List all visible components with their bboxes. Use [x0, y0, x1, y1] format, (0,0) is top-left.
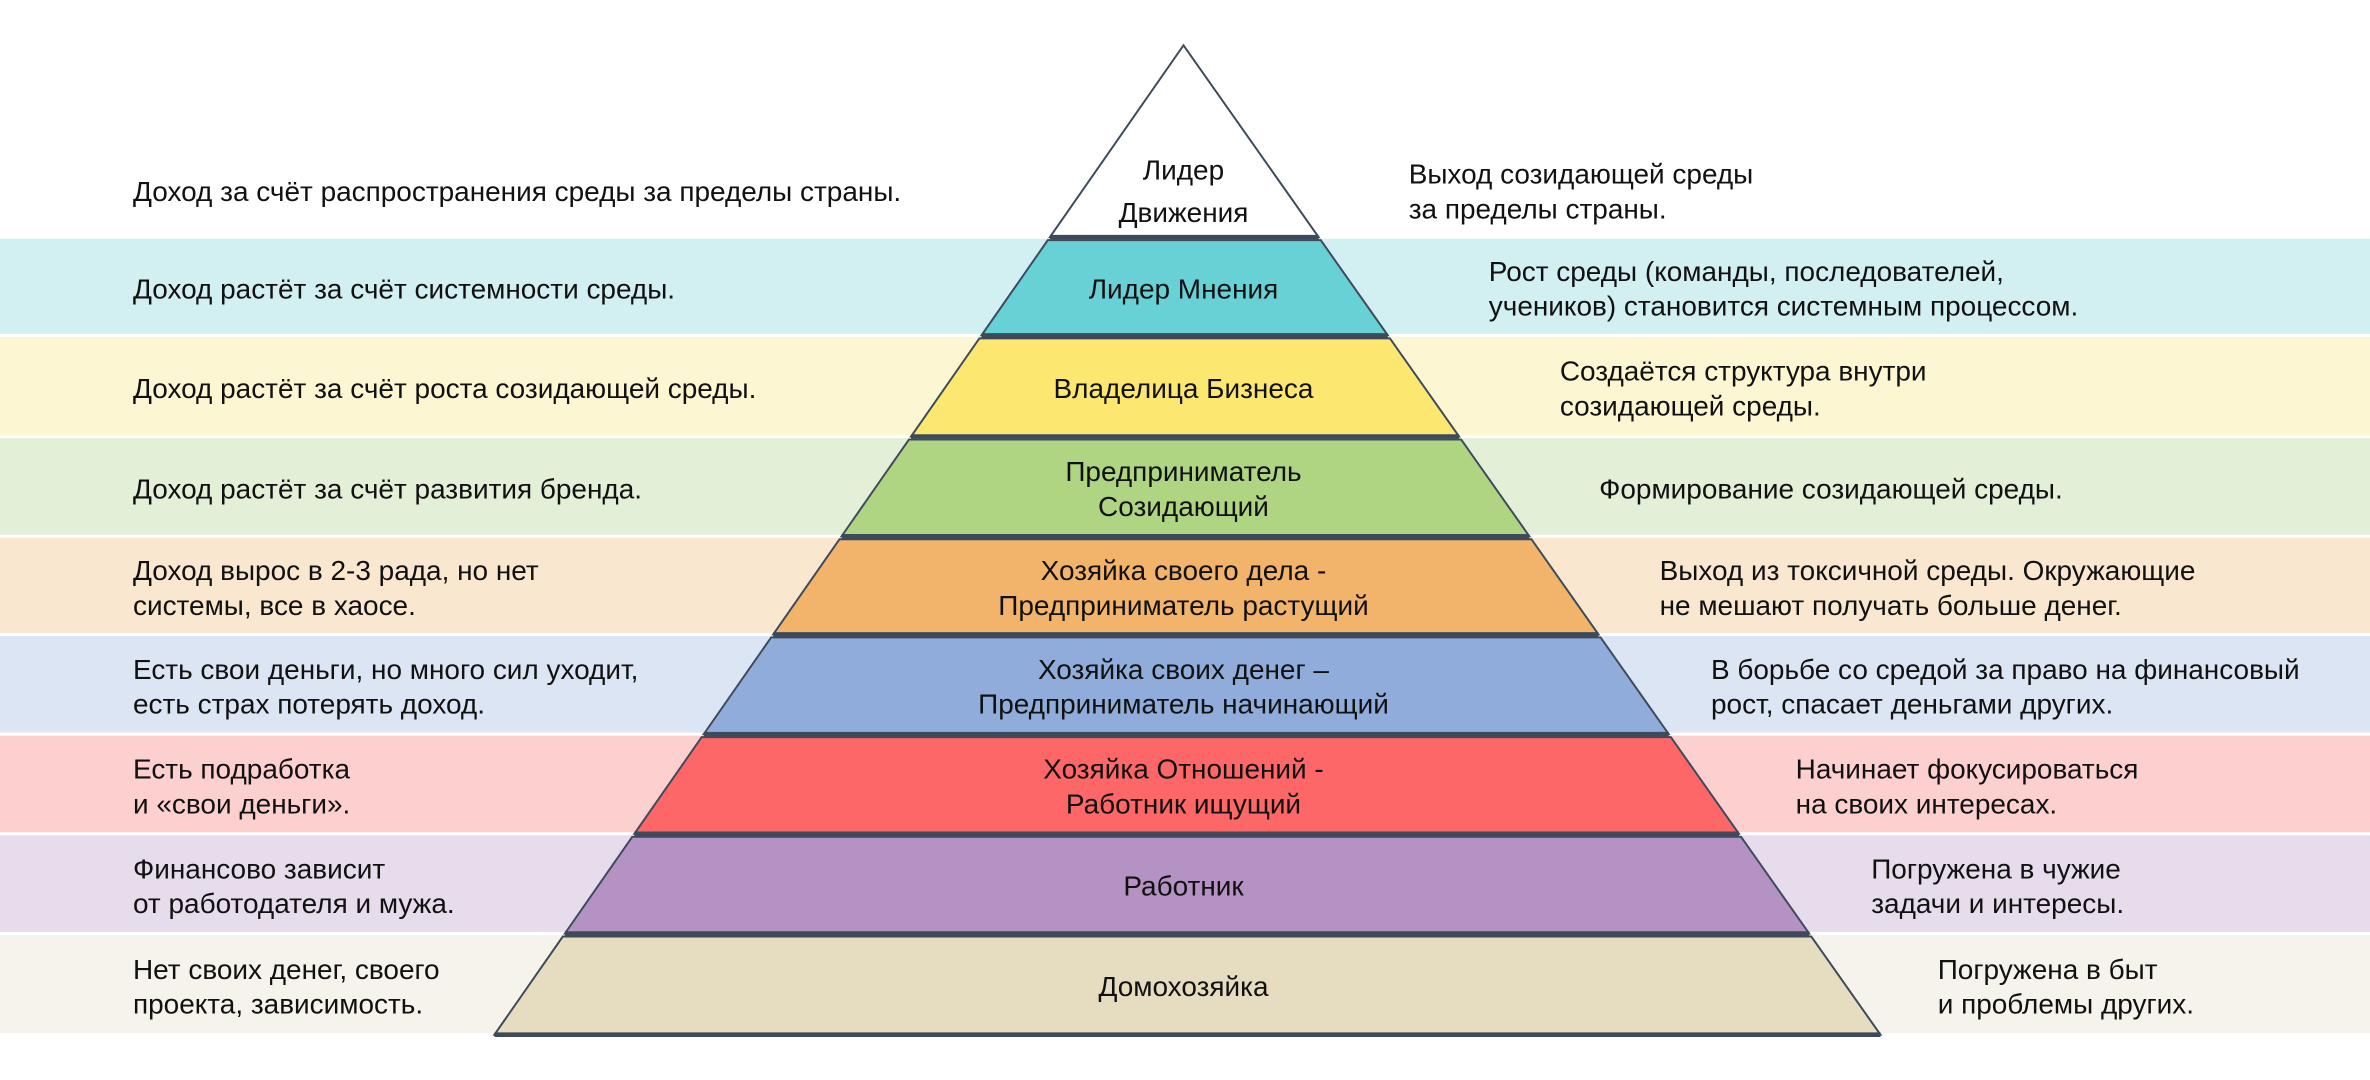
tier-label: Лидер Мнения [1089, 273, 1279, 304]
left-description: и «свои деньги». [133, 788, 350, 819]
tier-label: Хозяйка Отношений - [1043, 754, 1323, 785]
right-description: и проблемы других. [1938, 989, 2194, 1020]
right-description: Начинает фокусироваться [1796, 754, 2139, 785]
right-description: Выход из токсичной среды. Окружающие [1660, 555, 2196, 586]
left-description: есть страх потерять доход. [133, 689, 485, 720]
left-description: системы, все в хаосе. [133, 590, 416, 621]
right-description: Рост среды (команды, последователей, [1489, 256, 2004, 287]
left-description: Есть свои деньги, но много сил уходит, [133, 654, 638, 685]
right-description: Погружена в быт [1938, 954, 2158, 985]
tier-label: Предприниматель растущий [998, 590, 1368, 621]
left-description: Доход вырос в 2-3 рада, но нет [133, 555, 539, 586]
tier-label: Работник ищущий [1066, 788, 1301, 819]
left-description: Доход растёт за счёт развития бренда. [133, 473, 642, 504]
right-description: за пределы страны. [1409, 193, 1667, 224]
tier-label: Движения [1119, 197, 1249, 228]
right-description: на своих интересах. [1796, 788, 2058, 819]
left-description: Доход растёт за счёт системности среды. [133, 273, 675, 304]
tier-label: Хозяйка своих денег – [1038, 654, 1329, 685]
right-description: задачи и интересы. [1871, 888, 2124, 919]
tier-label: Созидающий [1098, 491, 1269, 522]
tier-label: Предприниматель [1065, 456, 1301, 487]
right-description: Создаётся структура внутри [1560, 356, 1927, 387]
left-description: Доход за счёт распространения среды за п… [133, 176, 901, 207]
tier-label: Хозяйка своего дела - [1041, 555, 1327, 586]
left-description: от работодателя и мужа. [133, 888, 455, 919]
tier-label: Работник [1123, 871, 1244, 902]
right-description: рост, спасает деньгами других. [1711, 689, 2113, 720]
right-description: Выход созидающей среды [1409, 159, 1754, 190]
right-description: созидающей среды. [1560, 390, 1821, 421]
right-description: Формирование созидающей среды. [1599, 473, 2063, 504]
right-description: В борьбе со средой за право на финансовы… [1711, 654, 2300, 685]
right-description: не мешают получать больше денег. [1660, 590, 2122, 621]
left-description: проекта, зависимость. [133, 989, 423, 1020]
tier-label: Домохозяйка [1098, 971, 1269, 1002]
left-description: Финансово зависит [133, 853, 385, 884]
tier-label: Предприниматель начинающий [978, 689, 1389, 720]
left-description: Есть подработка [133, 754, 350, 785]
left-description: Доход растёт за счёт роста созидающей ср… [133, 373, 756, 404]
right-description: учеников) становится системным процессом… [1489, 291, 2078, 322]
right-description: Погружена в чужие [1871, 853, 2121, 884]
tier-label: Владелица Бизнеса [1054, 373, 1314, 404]
left-description: Нет своих денег, своего [133, 954, 440, 985]
tier-label: Лидер [1143, 155, 1224, 186]
